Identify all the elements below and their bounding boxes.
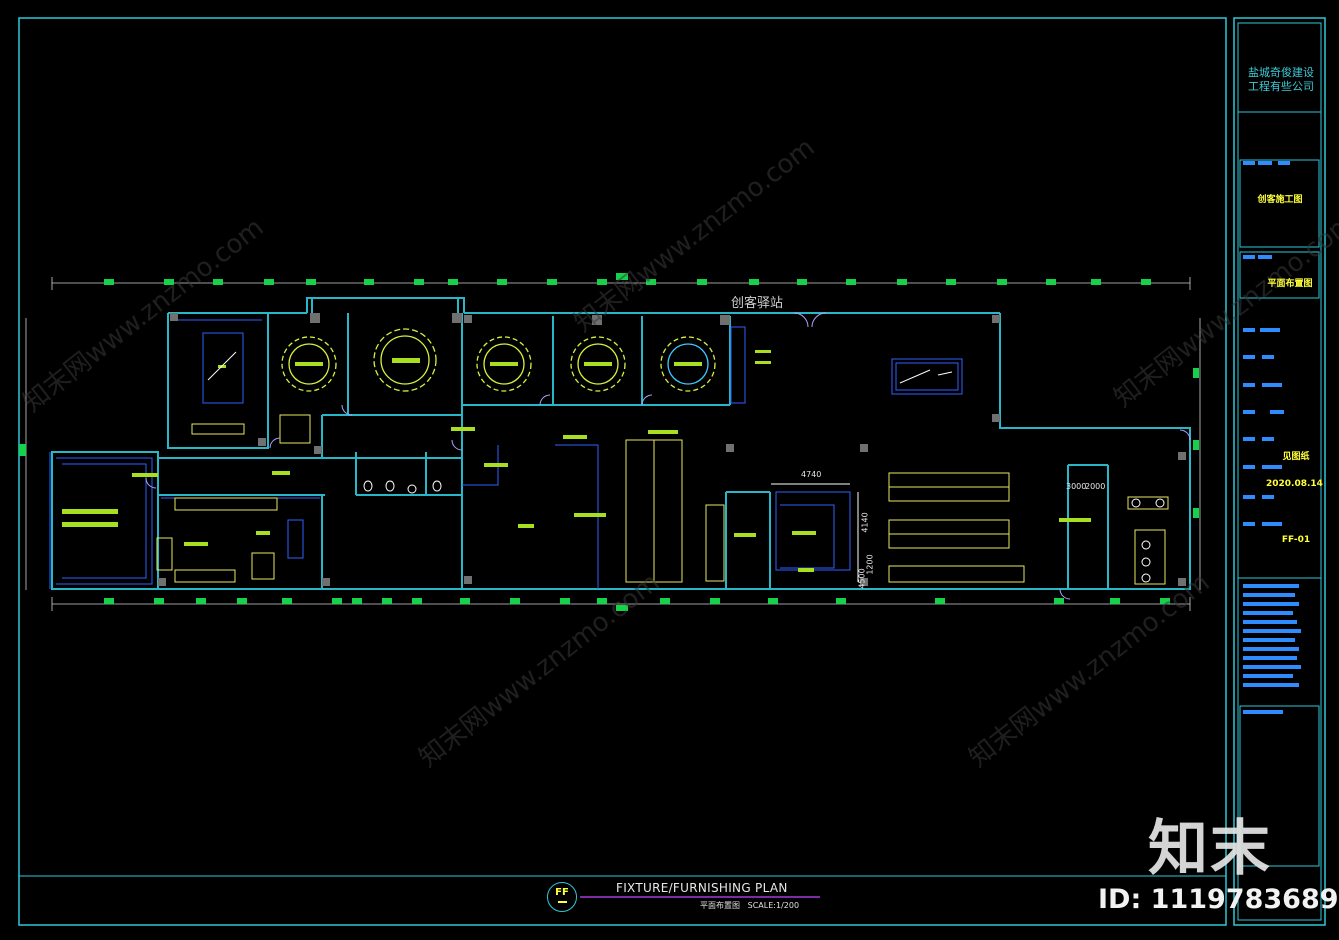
room-label: 创客驿站 bbox=[731, 296, 784, 311]
company-name: 盐城奇俊建设 工程有些公司 bbox=[1238, 66, 1324, 94]
title-block-border bbox=[1233, 17, 1326, 926]
round-table-1 bbox=[281, 336, 337, 392]
company-line-1: 盐城奇俊建设 bbox=[1248, 66, 1314, 79]
dimension-d6: 1200 bbox=[865, 554, 875, 575]
dimension-d4: 2000 bbox=[1085, 482, 1106, 491]
columns bbox=[158, 313, 1186, 586]
toilets bbox=[363, 480, 1165, 583]
plan-subtitle: 平面布置图 SCALE:1/200 bbox=[700, 900, 799, 911]
date-value: 2020.08.14 bbox=[1266, 479, 1323, 489]
project-name: 创客施工图 bbox=[1257, 195, 1303, 205]
walls bbox=[51, 297, 1191, 590]
round-table-3 bbox=[476, 336, 532, 392]
furniture-labels bbox=[62, 350, 1091, 572]
round-table-2 bbox=[373, 328, 437, 392]
plan-scale: SCALE:1/200 bbox=[747, 901, 800, 910]
drawing-name: 平面布置图 bbox=[1267, 279, 1313, 289]
plan-title: FIXTURE/FURNISHING PLAN bbox=[616, 881, 788, 895]
title-block-bars bbox=[1243, 161, 1301, 714]
misc-lines bbox=[207, 351, 953, 582]
dimension-d2: 4140 bbox=[860, 512, 870, 533]
drawing-symbol-dash bbox=[558, 901, 567, 903]
dimension-d1: 4740 bbox=[801, 470, 822, 479]
drawing-symbol: FF bbox=[547, 882, 577, 912]
company-line-2: 工程有些公司 bbox=[1248, 80, 1314, 93]
sheet-number: FF-01 bbox=[1281, 535, 1311, 545]
doors bbox=[145, 312, 1191, 600]
title-block-inner bbox=[1237, 22, 1322, 921]
scale-value: 见图纸 bbox=[1282, 452, 1310, 462]
desk-rows bbox=[156, 414, 1169, 585]
round-table-5 bbox=[660, 336, 716, 392]
plan-subtitle-cn: 平面布置图 bbox=[700, 901, 740, 910]
sheet-border bbox=[18, 17, 1227, 926]
dimension-lines bbox=[25, 277, 1201, 611]
partitions bbox=[49, 319, 963, 589]
dimension-markers bbox=[19, 273, 1199, 611]
round-table-4 bbox=[570, 336, 626, 392]
dimension-d3: 3000 bbox=[1066, 482, 1087, 491]
brand-watermark: 知末 bbox=[1148, 814, 1272, 884]
id-watermark: ID: 1119783689 bbox=[1098, 884, 1339, 915]
